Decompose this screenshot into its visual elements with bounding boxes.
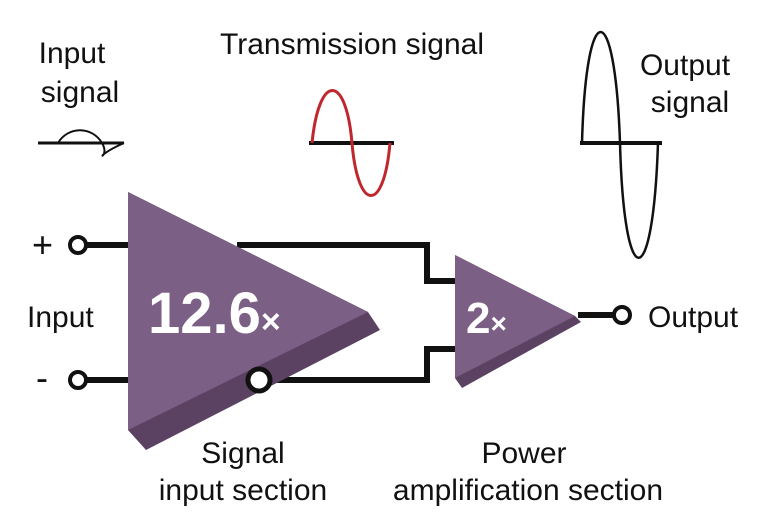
plus-terminal-node: [68, 235, 88, 255]
gain-value-second: 2×: [466, 294, 507, 343]
transmission-waveform: [309, 89, 394, 197]
power-amp-section-label-line2: amplification section: [393, 474, 663, 507]
output-waveform: [580, 31, 662, 259]
output-terminal-node: [612, 305, 632, 325]
signal-input-amplifier: 12.6×: [128, 192, 380, 450]
input-label: Input: [27, 301, 94, 334]
signal-input-section-label-line1: Signal: [201, 437, 284, 470]
input-signal-label-line1: Input: [39, 37, 106, 70]
input-waveform: [38, 129, 125, 157]
input-signal-label-line2: signal: [41, 76, 119, 109]
minus-terminal-node: [68, 370, 88, 390]
output-signal-label-line2: signal: [651, 86, 729, 119]
minus-terminal-label: -: [36, 357, 48, 398]
power-amplification-amplifier: 2×: [455, 255, 581, 388]
plus-terminal-label: +: [32, 224, 53, 265]
signal-input-section-label-line2: input section: [159, 474, 327, 507]
transmission-signal-label: Transmission signal: [220, 28, 484, 61]
output-signal-label-line1: Output: [640, 49, 731, 82]
wiring: [86, 242, 615, 383]
power-amp-section-label-line1: Power: [481, 437, 566, 470]
gain-value-first: 12.6×: [148, 281, 281, 346]
feedback-node: [245, 366, 273, 394]
output-label: Output: [648, 301, 739, 334]
